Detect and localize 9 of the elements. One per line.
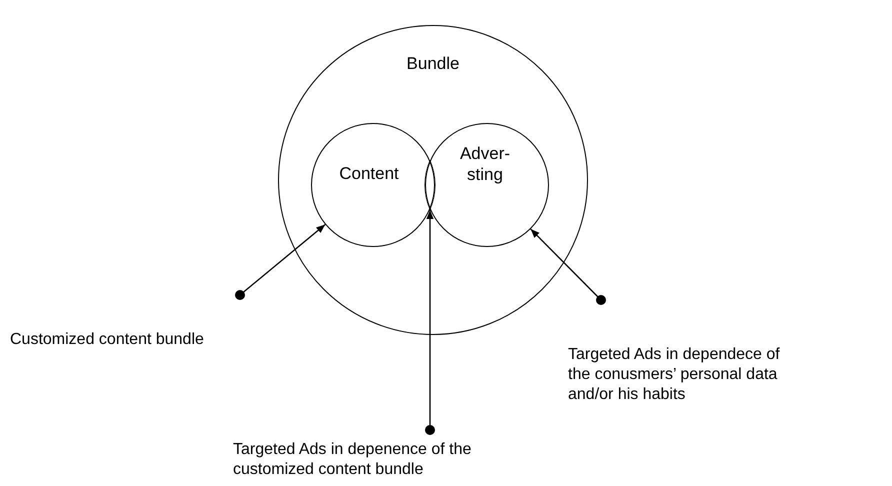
leader-line — [235, 224, 326, 300]
callout-text: Targeted Ads in dependece of the conusmers’ personal data and/or his habits — [568, 345, 781, 405]
set-label: Bundle — [406, 53, 460, 74]
set-label: Content — [338, 163, 400, 184]
callout-text: Targeted Ads in depenence of the customized content bundle — [233, 440, 472, 480]
set-label: Adver- sting — [458, 143, 512, 185]
callout-text: Customized content bundle — [10, 330, 205, 350]
leader-line — [425, 210, 435, 435]
leader-line — [530, 228, 606, 305]
